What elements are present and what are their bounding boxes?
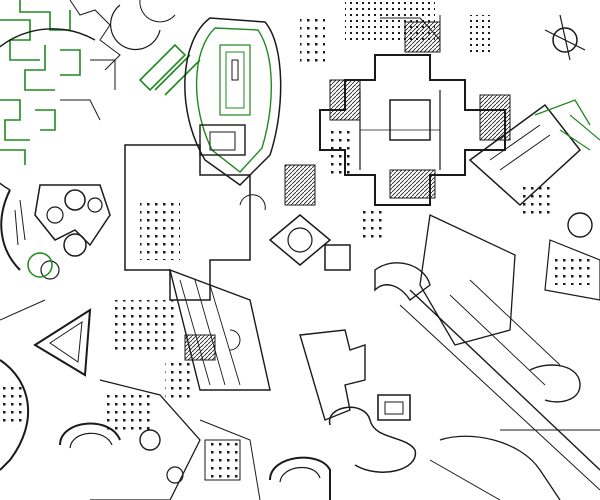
cruciform-palace-plan [319, 15, 511, 206]
left-building-cluster [0, 184, 111, 280]
bottom-curved-forms [299, 329, 561, 500]
scattered-dot-fields [165, 15, 550, 400]
green-maze-garden [0, 0, 201, 165]
center-pavilion [268, 164, 351, 271]
bottom-arena [199, 419, 331, 500]
center-left-complex [115, 144, 271, 391]
right-diagonal-plan [374, 214, 600, 491]
right-top-cluster [468, 14, 600, 301]
bottom-left-structures [0, 299, 201, 500]
oval-garden [184, 17, 282, 186]
maze-black-outlines [0, 0, 176, 191]
